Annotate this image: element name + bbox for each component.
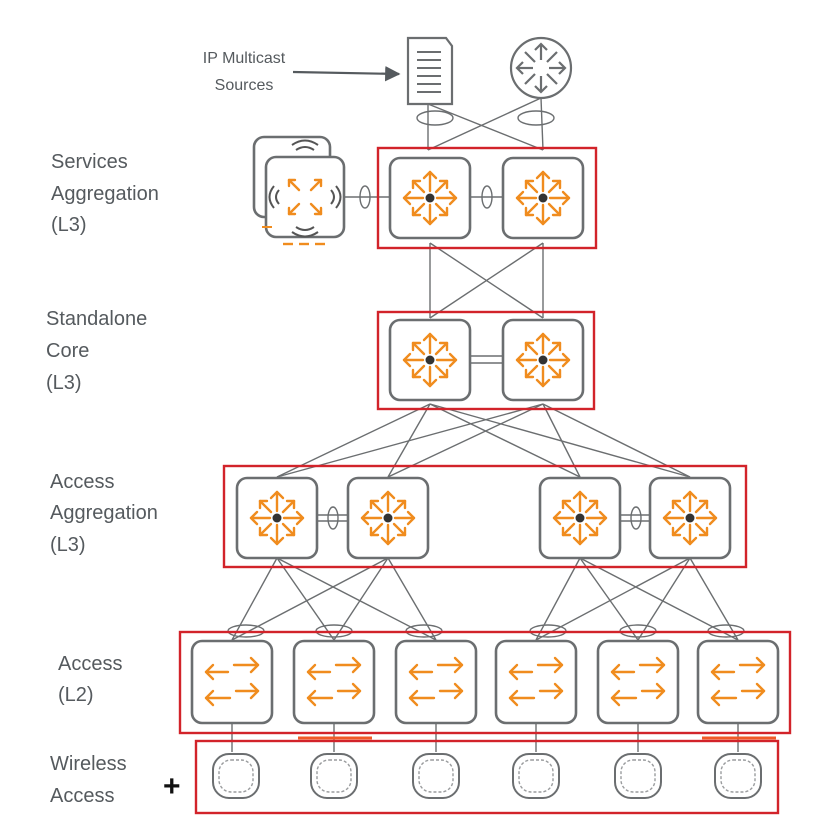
core-switch-2 bbox=[501, 318, 585, 402]
tier-label-access: Access (L2) bbox=[58, 653, 128, 706]
wireless-controller-icon bbox=[252, 135, 346, 246]
access-point-1 bbox=[212, 753, 260, 799]
access-switch-5 bbox=[596, 639, 680, 725]
core-switch-1 bbox=[388, 318, 472, 402]
access-switch-3 bbox=[394, 639, 478, 725]
access-point-5 bbox=[614, 753, 662, 799]
access-point-4 bbox=[512, 753, 560, 799]
server-icon bbox=[406, 36, 454, 106]
access-point-2 bbox=[310, 753, 358, 799]
source-arrow bbox=[292, 66, 401, 82]
services-agg-switch-2 bbox=[501, 156, 585, 240]
access-switch-2 bbox=[292, 639, 376, 725]
access-agg-switch-4 bbox=[648, 476, 732, 560]
services-agg-switch-1 bbox=[388, 156, 472, 240]
tier-label-wireless: Wireless Access bbox=[50, 753, 132, 807]
access-agg-switch-1 bbox=[235, 476, 319, 560]
source-label-line-2: Sources bbox=[215, 77, 274, 94]
access-agg-switch-3 bbox=[538, 476, 622, 560]
group-access bbox=[178, 630, 792, 735]
tier-label-core: Standalone Core (L3) bbox=[46, 308, 153, 394]
access-points bbox=[212, 753, 762, 799]
access-switch-1 bbox=[190, 639, 274, 725]
access-switch-6 bbox=[696, 639, 780, 725]
source-label-line-1: IP Multicast bbox=[203, 50, 286, 67]
tier-label-services: Services Aggregation (L3) bbox=[51, 151, 164, 236]
l3-switches bbox=[235, 156, 732, 560]
group-standalone-core bbox=[376, 310, 596, 411]
group-services-aggregation bbox=[376, 146, 598, 250]
access-agg-switch-2 bbox=[346, 476, 430, 560]
router-icon bbox=[509, 36, 573, 100]
access-point-3 bbox=[412, 753, 460, 799]
l2-switches bbox=[190, 639, 780, 725]
plus-sign: + bbox=[163, 770, 181, 803]
tier-label-aggregation: Access Aggregation (L3) bbox=[50, 471, 163, 556]
group-wireless-access bbox=[194, 739, 780, 815]
access-switch-4 bbox=[494, 639, 578, 725]
group-access-aggregation bbox=[222, 464, 748, 569]
access-point-6 bbox=[714, 753, 762, 799]
